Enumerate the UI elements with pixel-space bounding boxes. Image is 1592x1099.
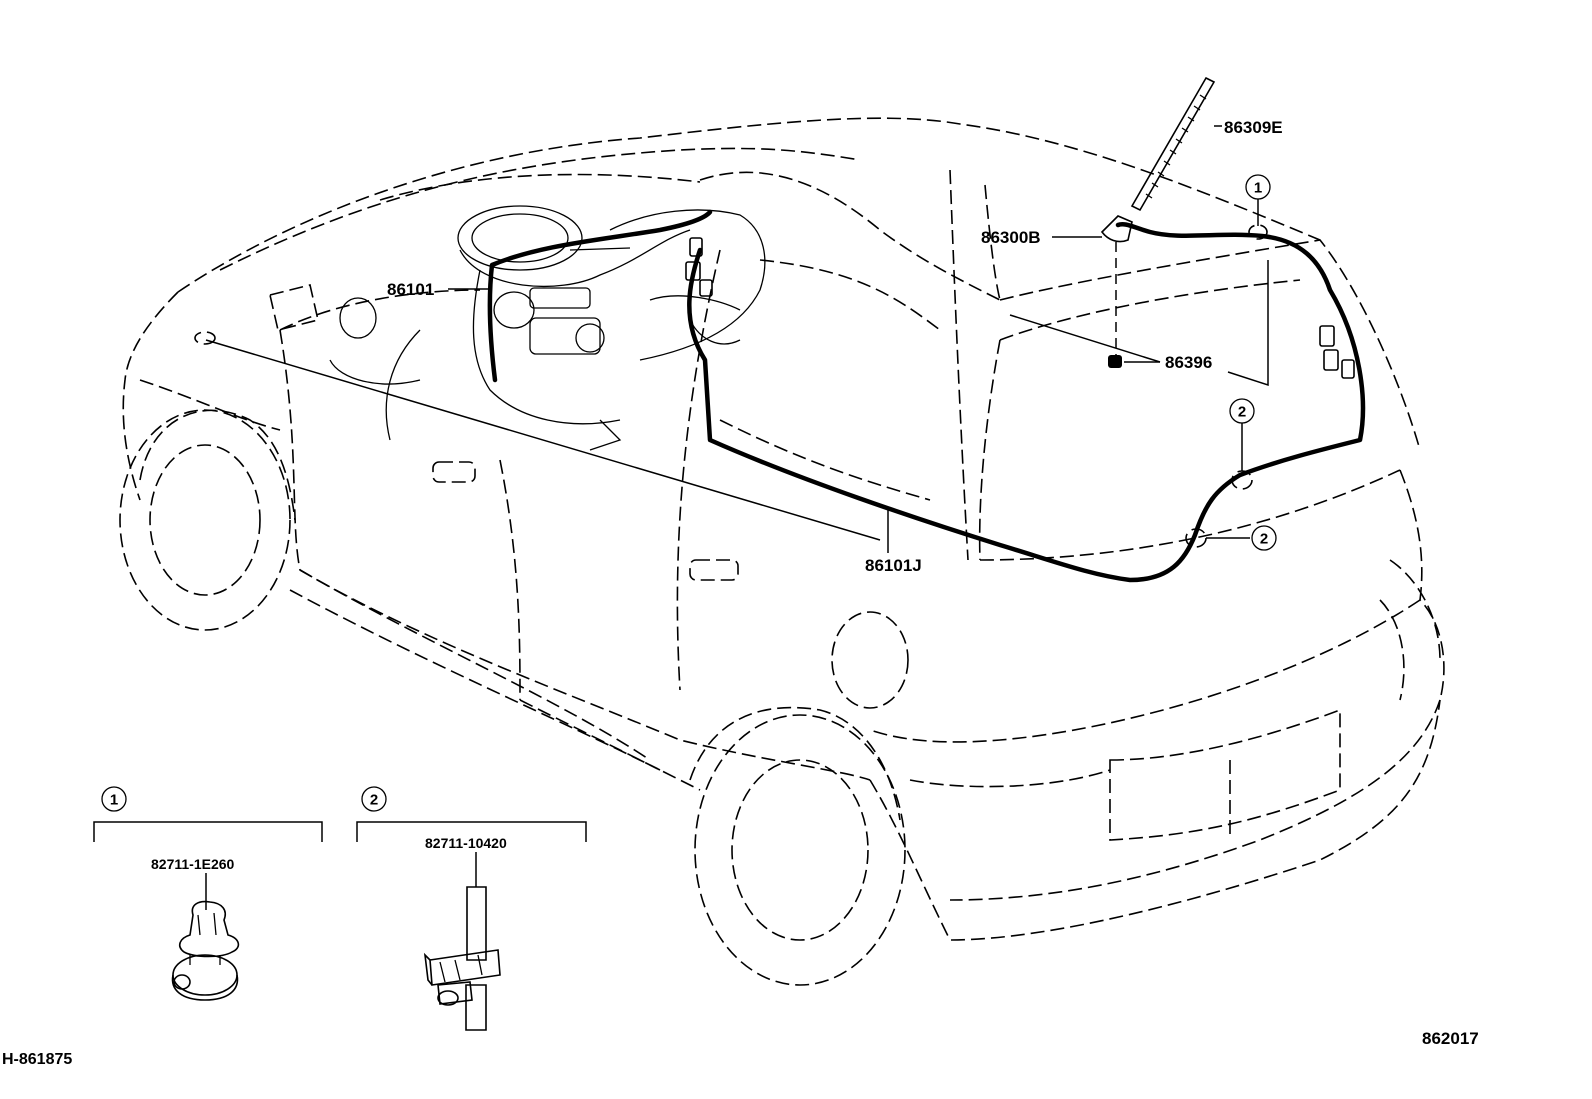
callout-2-lower: 2: [1251, 525, 1277, 551]
svg-text:2: 2: [1238, 404, 1246, 421]
connector-rear-3: [1341, 359, 1355, 379]
antenna-base-drawing: [1100, 215, 1133, 243]
inset-2: 2 82711-10420: [356, 786, 587, 1031]
footer-left-code: H-861875: [2, 1051, 72, 1068]
label-86300b: 86300B: [981, 228, 1041, 247]
connector-front: [689, 237, 703, 257]
label-86396: 86396: [1165, 353, 1212, 372]
inset-2-number: 2: [370, 792, 378, 809]
inset-1-number: 1: [110, 792, 118, 809]
clip-location-1: [1248, 224, 1268, 240]
grommet-drawing: [1108, 355, 1122, 368]
dashboard-drawing: [329, 205, 766, 451]
label-86101: 86101: [387, 280, 434, 299]
antenna-assembly: [1100, 76, 1216, 368]
connector-rear: [1319, 325, 1335, 347]
footer-right-code: 862017: [1422, 1029, 1479, 1048]
cable-86101j: [687, 222, 1366, 583]
label-86309e: 86309E: [1224, 118, 1283, 137]
cable-86101: [487, 209, 713, 383]
inset-1-part-number: 82711-1E260: [151, 856, 235, 872]
callout-1-roof: 1: [1245, 174, 1271, 200]
connector-front-2: [685, 261, 701, 281]
clip-82711-10420-drawing: [423, 886, 501, 1031]
car-body-outline: [119, 117, 1445, 986]
connector-rear-2: [1323, 349, 1339, 371]
clip-82711-1e260-drawing: [171, 900, 240, 1001]
inset-2-part-number: 82711-10420: [425, 835, 507, 851]
inset-1: 1 82711-1E260: [93, 786, 323, 1001]
svg-text:2: 2: [1260, 531, 1268, 548]
svg-text:1: 1: [1254, 180, 1262, 197]
antenna-rod-drawing: [1130, 76, 1216, 212]
callout-2-upper: 2: [1229, 398, 1255, 424]
antenna-cable: [487, 209, 1366, 583]
leader-lines: [205, 125, 1269, 553]
label-86101j: 86101J: [865, 556, 922, 575]
connector-front-3: [699, 279, 713, 297]
